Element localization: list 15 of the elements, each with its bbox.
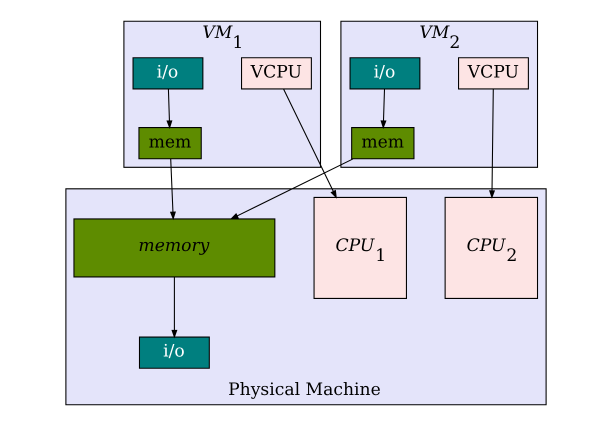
node-box: mem (350, 127, 414, 160)
node-box: VCPU (240, 57, 312, 90)
node-box: i/o (132, 57, 203, 90)
arrow (380, 89, 386, 130)
arrow (170, 277, 177, 338)
arrow (229, 158, 353, 220)
arrow (488, 89, 495, 199)
node-box: mem (138, 127, 202, 160)
node-box: memory (72, 218, 275, 278)
node-box: VCPU (458, 57, 528, 90)
arrow (166, 89, 172, 130)
arrow (169, 158, 176, 220)
node-box: i/o (138, 336, 210, 369)
node-box: i/o (349, 57, 420, 90)
arrow (282, 88, 336, 199)
